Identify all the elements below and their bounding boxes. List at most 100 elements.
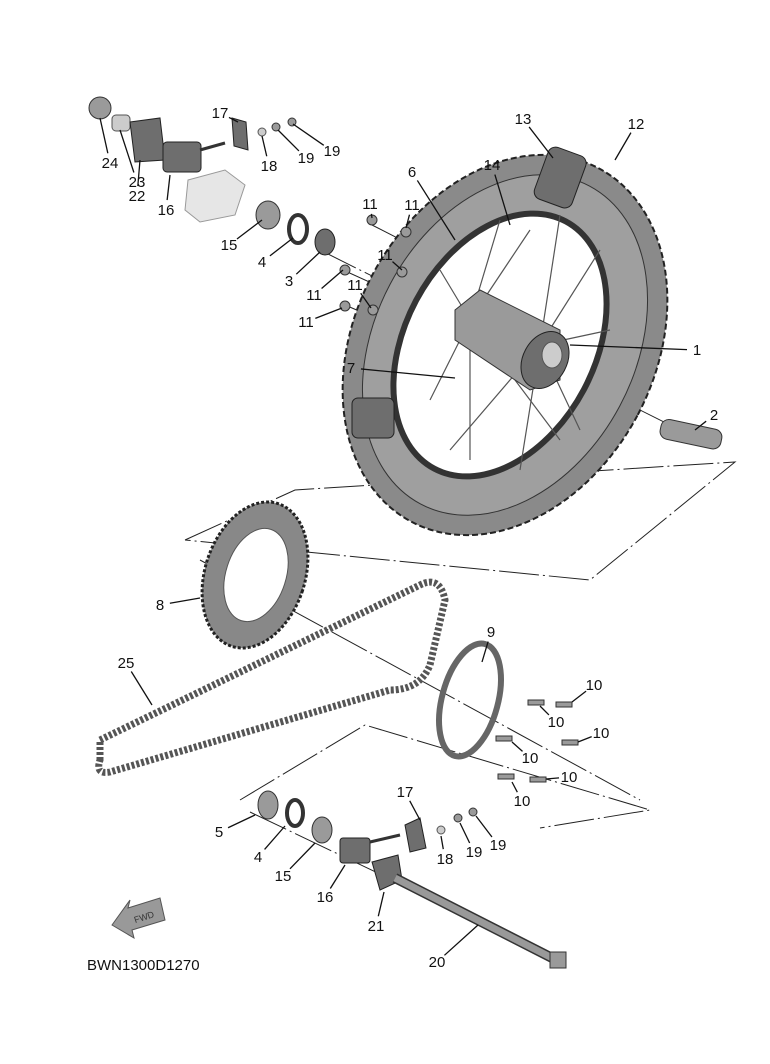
callout-11: 11 <box>404 197 420 214</box>
leader-line <box>166 174 171 201</box>
leader-line <box>277 129 300 152</box>
leader-line <box>360 292 372 309</box>
leader-line <box>539 705 550 716</box>
callout-13: 13 <box>515 111 532 128</box>
callout-2: 2 <box>710 407 718 424</box>
leader-line <box>289 842 316 870</box>
hub-assembly-box <box>239 724 651 829</box>
leader-line <box>416 180 456 241</box>
leader-line <box>261 135 268 157</box>
callout-21: 21 <box>368 918 385 935</box>
callout-17: 17 <box>397 784 414 801</box>
callout-16: 16 <box>317 889 334 906</box>
callout-3: 3 <box>285 273 293 290</box>
callout-20: 20 <box>429 954 446 971</box>
leader-line <box>511 781 518 793</box>
collar-2 <box>659 418 723 450</box>
sprocket <box>200 500 310 650</box>
leader-line <box>329 864 346 889</box>
callout-22: 22 <box>129 188 146 205</box>
callout-11: 11 <box>377 247 393 264</box>
callout-10: 10 <box>593 725 610 742</box>
callout-18: 18 <box>261 158 278 175</box>
callout-10: 10 <box>586 677 603 694</box>
callout-14: 14 <box>484 157 501 174</box>
leader-line <box>377 891 385 917</box>
callout-9: 9 <box>487 624 495 641</box>
leader-line <box>577 736 592 743</box>
callout-15: 15 <box>221 237 238 254</box>
leader-line <box>295 251 321 275</box>
callout-25: 25 <box>118 655 135 672</box>
callout-19: 19 <box>466 844 483 861</box>
leader-line <box>614 132 632 161</box>
leader-line <box>360 368 456 379</box>
callout-4: 4 <box>258 254 266 271</box>
leader-line <box>459 822 471 844</box>
rim-band-13 <box>533 146 587 209</box>
callout-19: 19 <box>490 837 507 854</box>
callout-4: 4 <box>254 849 262 866</box>
callout-1: 1 <box>693 342 701 359</box>
callout-15: 15 <box>275 868 292 885</box>
callout-17: 17 <box>212 105 229 122</box>
callout-11: 11 <box>306 287 322 304</box>
lower-small-parts <box>257 790 478 891</box>
leader-line <box>169 597 201 604</box>
leader-line <box>321 269 344 289</box>
callout-19: 19 <box>298 150 315 167</box>
bolts-10 <box>495 699 579 783</box>
leader-line <box>440 835 444 850</box>
rear-hub <box>454 289 570 391</box>
callout-18: 18 <box>437 851 454 868</box>
callout-5: 5 <box>215 824 223 841</box>
leader-line <box>475 815 493 838</box>
leader-line <box>571 690 587 703</box>
leader-line <box>392 261 403 271</box>
leader-line <box>405 214 411 229</box>
leader-line <box>264 825 286 850</box>
leader-line <box>528 126 554 159</box>
leader-line <box>370 213 373 219</box>
leader-line <box>236 219 263 240</box>
leader-line <box>443 924 479 956</box>
leader-line <box>694 420 707 431</box>
leader-line <box>227 814 256 829</box>
rim-band <box>351 397 395 439</box>
leader-line <box>292 123 325 146</box>
leader-line <box>228 116 239 123</box>
callout-8: 8 <box>156 597 164 614</box>
diagram-code: BWN1300D1270 <box>87 957 200 974</box>
callout-24: 24 <box>102 155 119 172</box>
callout-10: 10 <box>514 793 531 810</box>
leader-line <box>494 174 511 226</box>
callout-12: 12 <box>628 116 645 133</box>
callout-7: 7 <box>347 360 355 377</box>
leader-line <box>269 237 294 257</box>
callout-19: 19 <box>324 143 341 160</box>
leader-line <box>409 800 421 821</box>
leader-line <box>569 344 688 351</box>
leader-line <box>99 117 109 154</box>
sprocket-damper-ring <box>436 640 504 760</box>
callout-10: 10 <box>548 714 565 731</box>
callout-6: 6 <box>408 164 416 181</box>
callout-11: 11 <box>362 196 378 213</box>
fwd-arrow-icon: FWD <box>111 897 166 940</box>
leader-line <box>137 159 141 187</box>
upper-small-parts <box>88 96 412 316</box>
callout-23: 23 <box>129 174 146 191</box>
leader-line <box>315 307 343 319</box>
callout-10: 10 <box>561 769 578 786</box>
drive-chain <box>95 578 449 776</box>
callout-10: 10 <box>522 750 539 767</box>
leader-line <box>119 129 135 173</box>
callout-11: 11 <box>298 314 314 331</box>
leader-line <box>130 671 153 706</box>
leader-line <box>481 641 489 663</box>
leader-line <box>511 741 523 752</box>
leader-line <box>545 777 560 780</box>
